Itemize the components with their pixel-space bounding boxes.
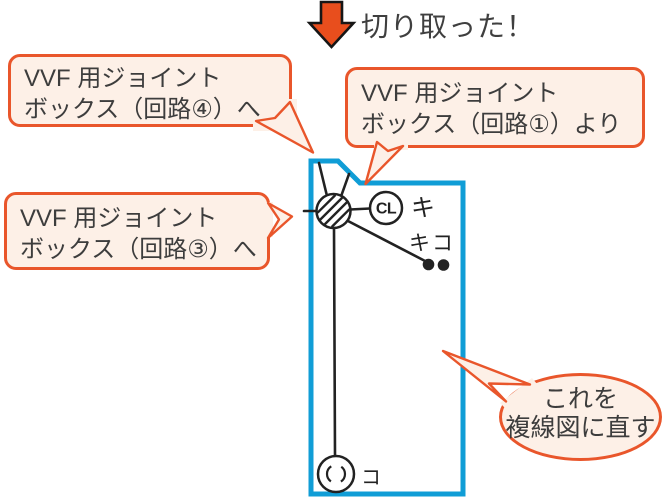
wire-to-circuit4	[317, 161, 329, 198]
switch-dots	[422, 258, 450, 271]
callout-text-line: ボックス（回路①）より	[361, 111, 622, 138]
callout-text-line: VVF 用ジョイント	[20, 205, 218, 232]
callout-text-line: ボックス（回路③）へ	[20, 236, 257, 263]
lamp-receptacle-label: コ	[361, 467, 381, 489]
switch-label: キコ	[409, 232, 455, 255]
ceiling-light-symbol-text: CL	[376, 201, 397, 218]
wires	[302, 161, 429, 458]
callout-text-line: 複線図に直す	[505, 414, 656, 442]
callout-joint-box-circuit1: VVF 用ジョイント ボックス（回路①）より	[345, 67, 645, 148]
wire-to-ceiling-light	[348, 207, 372, 211]
callout-text-line: VVF 用ジョイント	[361, 80, 559, 107]
junction-box-symbol	[315, 192, 352, 230]
callout-joint-box-circuit3: VVF 用ジョイント ボックス（回路③）へ	[4, 192, 270, 270]
wire-to-circuit1	[339, 172, 351, 198]
wire-to-receptacle	[332, 226, 337, 458]
circuit-frame	[308, 158, 466, 497]
callout-redraw-note: これを 複線図に直す	[499, 373, 662, 461]
callout-text-line: これを	[542, 385, 618, 413]
callout-tail	[266, 201, 294, 240]
ceiling-light-label: キ	[411, 195, 435, 222]
ceiling-light-symbol: CL	[368, 190, 404, 226]
lamp-receptacle-symbol	[316, 454, 356, 494]
cutout-arrow-icon	[306, 0, 357, 49]
wire-to-switches	[346, 219, 429, 264]
callout-joint-box-circuit4: VVF 用ジョイント ボックス（回路④）へ	[8, 54, 292, 127]
cutout-caption: 切り取った！	[361, 11, 536, 42]
callout-text-line: VVF 用ジョイント	[24, 65, 222, 92]
callout-tail	[364, 140, 405, 186]
callout-text-line: ボックス（回路④）へ	[24, 96, 261, 123]
